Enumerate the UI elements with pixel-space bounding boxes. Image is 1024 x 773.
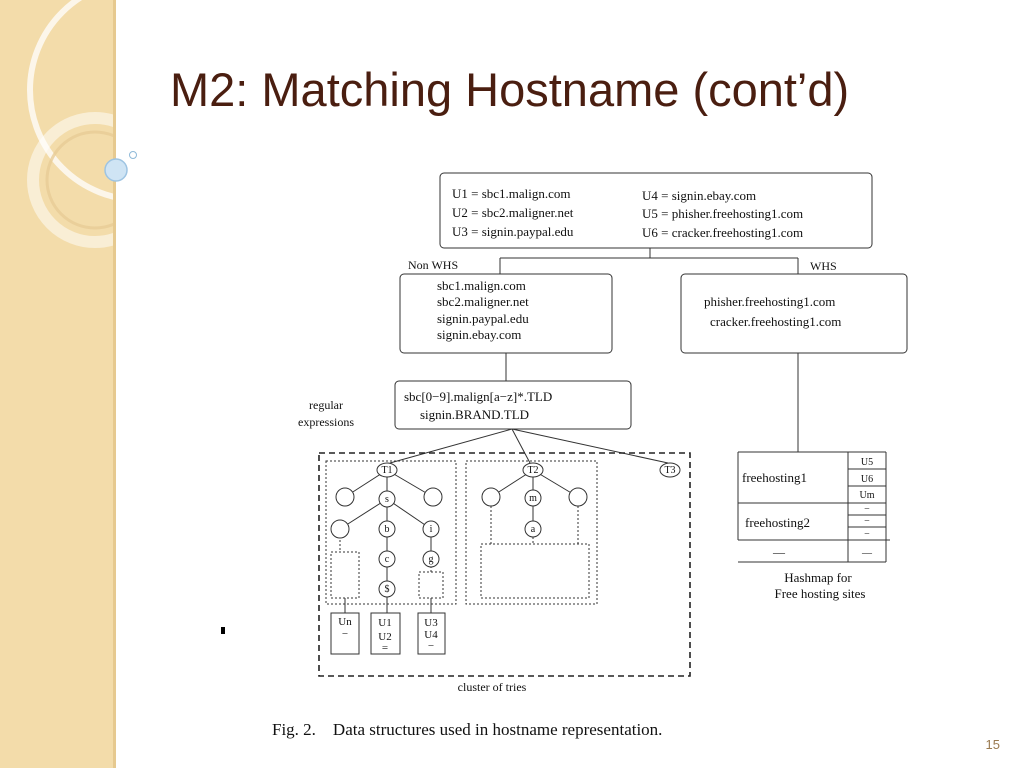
leaf-bucket-u1-u2 — [370, 612, 401, 655]
trie-t1-subtree-left — [330, 551, 360, 599]
trie-node-c-label: c — [385, 554, 390, 565]
hashmap-val-fh2-3: − — [864, 529, 870, 540]
leaf-u1: U1 — [378, 617, 391, 629]
trie-root-t2 — [522, 462, 544, 478]
regex-to-t3 — [511, 428, 669, 464]
non-whs-host-4: signin.ebay.com — [437, 327, 521, 342]
trie-root-t3 — [659, 462, 681, 478]
regex-2: signin.BRAND.TLD — [420, 407, 529, 422]
hashmap-val-u6: U6 — [861, 474, 873, 485]
trie-t1-empty-node-left — [335, 487, 355, 507]
trie-t2-subtree — [480, 543, 590, 599]
stray-dot — [221, 627, 225, 634]
hashmap-caption-line1: Hashmap for — [784, 570, 852, 585]
trie-t2-empty-node-right — [568, 487, 588, 507]
regex-to-t2 — [511, 428, 531, 464]
trie-t2-region — [465, 460, 598, 605]
leaf-u2: U2 — [378, 631, 391, 643]
trie-node-dollar-label: $ — [385, 584, 390, 595]
url-u2: U2 = sbc2.maligner.net — [452, 205, 574, 220]
leaf-u-eq: = — [382, 642, 388, 654]
regex-to-t1 — [389, 428, 513, 464]
trie-t1-subtree-g — [418, 571, 444, 599]
hashmap-table — [737, 451, 890, 563]
url-u5: U5 = phisher.freehosting1.com — [642, 206, 803, 221]
whs-label: WHS — [810, 259, 837, 273]
trie-node-g — [422, 550, 440, 568]
trie-node-m-label: m — [529, 493, 537, 504]
slide-title: M2: Matching Hostname (cont’d) — [170, 63, 850, 116]
hashmap-key-freehosting1: freehosting1 — [742, 470, 807, 485]
regex-label-line1: regular — [309, 398, 343, 412]
url-u3: U3 = signin.paypal.edu — [452, 224, 574, 239]
figure-caption: Fig. 2. Data structures used in hostname… — [272, 720, 662, 739]
non-whs-host-1: sbc1.malign.com — [437, 278, 526, 293]
whs-host-2: cracker.freehosting1.com — [710, 314, 841, 329]
trie-t2-empty-node-left — [481, 487, 501, 507]
sidebar-edge — [113, 0, 116, 768]
trie-node-i-label: i — [430, 524, 433, 535]
non-whs-label: Non WHS — [408, 258, 458, 272]
trie-node-g-label: g — [429, 554, 434, 565]
hashmap-val-more: — — [861, 548, 873, 559]
trie-node-b — [378, 520, 396, 538]
trie-node-c — [378, 550, 396, 568]
hashmap-key-more: — — [772, 545, 786, 559]
non-whs-host-3: signin.paypal.edu — [437, 311, 529, 326]
trie-node-i — [422, 520, 440, 538]
trie-node-s — [378, 490, 396, 508]
cluster-of-tries-box — [318, 452, 691, 677]
hashmap-val-fh2-1: − — [864, 504, 870, 515]
decor-bubble-large — [104, 158, 128, 182]
url-u6: U6 = cracker.freehosting1.com — [642, 225, 803, 240]
leaf-bucket-u3-u4 — [417, 612, 446, 655]
trie-t1-empty-node-right — [423, 487, 443, 507]
cluster-of-tries-label: cluster of tries — [458, 680, 527, 694]
regex-1: sbc[0−9].malign[a−z]*.TLD — [404, 389, 552, 404]
hashmap-val-u5: U5 — [861, 457, 873, 468]
trie-node-dollar — [378, 580, 396, 598]
hashmap-val-fh2-2: − — [864, 516, 870, 527]
whs-host-1: phisher.freehosting1.com — [704, 294, 835, 309]
trie-root-t3-label: T3 — [664, 465, 675, 476]
trie-node-a-label: a — [531, 524, 536, 535]
trie-t1-empty-node-lower — [330, 519, 350, 539]
leaf-u3: U3 — [424, 617, 438, 629]
leaf-un-1: Un — [338, 616, 352, 628]
trie-node-b-label: b — [385, 524, 390, 535]
leaf-un-2: − — [342, 628, 348, 640]
trie-node-m — [524, 489, 542, 507]
url-list-box — [439, 172, 873, 249]
slide-number: 15 — [985, 737, 1000, 752]
trie-node-a — [524, 520, 542, 538]
regex-label-line2: expressions — [298, 415, 354, 429]
trie-root-t2-label: T2 — [527, 465, 538, 476]
whs-box — [680, 273, 908, 354]
leaf-u-dash: − — [428, 640, 434, 652]
decor-bubble-small — [129, 151, 137, 159]
leaf-bucket-un — [330, 612, 360, 655]
hashmap-caption-line2: Free hosting sites — [775, 586, 866, 601]
trie-root-t1-label: T1 — [381, 465, 392, 476]
leaf-u4: U4 — [424, 629, 438, 641]
trie-node-s-label: s — [385, 494, 389, 505]
hashmap-val-um: Um — [860, 490, 875, 501]
url-u4: U4 = signin.ebay.com — [642, 188, 756, 203]
hashmap-key-freehosting2: freehosting2 — [745, 515, 810, 530]
url-u1: U1 = sbc1.malign.com — [452, 186, 571, 201]
trie-t1-region — [325, 460, 457, 605]
non-whs-host-2: sbc2.maligner.net — [437, 294, 529, 309]
trie-root-t1 — [376, 462, 398, 478]
